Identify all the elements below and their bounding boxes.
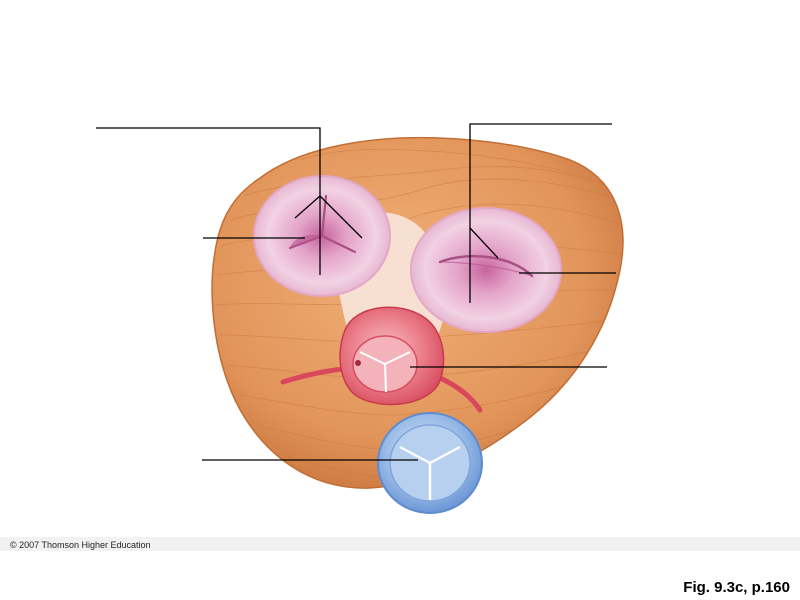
leader-line-1 [96, 127, 321, 196]
heart-valves-superior-view [96, 123, 624, 514]
leader-line-3a [469, 227, 499, 259]
figure-reference: Fig. 9.3c, p.160 [683, 579, 790, 596]
tricuspid-valve [253, 175, 391, 297]
leader-lines [96, 123, 616, 461]
left-coronary-artery [437, 375, 483, 413]
leader-line-3 [469, 123, 612, 228]
aortic-valve [339, 306, 445, 406]
leader-line-1b [319, 195, 363, 239]
mitral-valve [410, 207, 562, 333]
pulmonary-valve [377, 412, 483, 514]
leader-line-1a [294, 195, 321, 219]
footer-band [0, 537, 800, 551]
copyright-notice: © 2007 Thomson Higher Education [10, 540, 151, 550]
